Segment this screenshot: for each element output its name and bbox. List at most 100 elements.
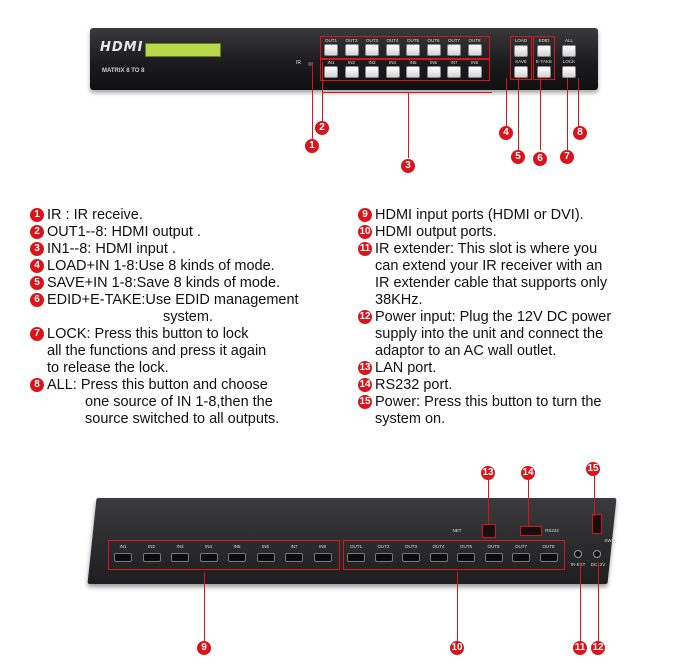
legend-badge: 5 — [30, 276, 44, 290]
hdmi-output-port — [402, 553, 420, 562]
legend-badge: 3 — [30, 242, 44, 256]
in-button[interactable] — [344, 66, 359, 78]
legend-text: IR extender cable that supports only — [375, 275, 608, 291]
hdmi-input-port — [256, 553, 275, 562]
legend-text: LAN port. — [375, 360, 437, 376]
load-button[interactable] — [514, 45, 528, 57]
edid-label: EDID — [538, 38, 550, 43]
rs232-port — [520, 526, 542, 536]
hdmi-output-port — [484, 553, 503, 562]
ir-extender-jack — [574, 550, 582, 558]
in-label: IN2 — [347, 60, 355, 65]
hdmi-input-port — [142, 553, 161, 562]
out-button[interactable] — [447, 44, 461, 56]
callout-badge-8: 8 — [573, 126, 587, 140]
legend-text: Power: Press this button to turn the — [375, 394, 602, 410]
legend-badge: 15 — [358, 395, 372, 409]
hdmi-input-port — [199, 553, 218, 562]
lock-label: LOCK — [562, 59, 576, 64]
in-button[interactable] — [324, 66, 338, 78]
legend-text: adaptor to an AC wall outlet. — [375, 343, 557, 359]
hdmi-input-group — [108, 540, 340, 570]
rear-out-label: OUT1 — [349, 544, 362, 549]
in-label: IN4 — [388, 60, 396, 65]
out-button[interactable] — [365, 44, 379, 56]
callout-badge-1: 1 — [305, 139, 319, 153]
hdmi-output-port — [347, 553, 365, 562]
output-button-group — [320, 36, 490, 59]
out-label: OUT6 — [427, 38, 440, 43]
hdmi-output-port — [539, 553, 558, 562]
legend-text: LOCK: Press this button to lock — [47, 326, 249, 342]
net-label: NET — [452, 528, 462, 533]
dc-power-jack — [593, 550, 601, 558]
edid-button[interactable] — [537, 45, 551, 57]
legend-text: to release the lock. — [47, 360, 169, 376]
hdmi-input-port — [228, 553, 246, 562]
rear-in-label: IN1 — [119, 544, 127, 549]
in-button[interactable] — [426, 66, 441, 78]
rear-in-label: IN5 — [233, 544, 241, 549]
legend-text: IR extender: This slot is where you — [375, 241, 598, 257]
in-button[interactable] — [385, 66, 400, 78]
out-button[interactable] — [324, 44, 338, 56]
in-label: IN8 — [470, 60, 478, 65]
legend-badge: 6 — [30, 293, 44, 307]
in-button[interactable] — [467, 66, 482, 78]
legend-text: LOAD+IN 1-8:Use 8 kinds of mode. — [47, 258, 275, 274]
callout-badge-4: 4 — [499, 126, 513, 140]
legend-text: IN1--8: HDMI input . — [47, 241, 176, 257]
etake-button[interactable] — [537, 66, 551, 78]
rear-ports: NET RS232 SW IR-EXT DC12V IN1OUT1IN2OUT2… — [100, 514, 612, 582]
rear-in-label: IN2 — [147, 544, 155, 549]
out-label: OUT7 — [447, 38, 460, 43]
legend-text: all the functions and press it again — [47, 343, 267, 359]
lan-port — [482, 524, 496, 538]
all-button[interactable] — [562, 45, 576, 57]
callout-badge-14: 14 — [521, 466, 535, 480]
legend-badge: 11 — [358, 242, 372, 256]
in-button[interactable] — [447, 66, 461, 78]
out-button[interactable] — [467, 44, 482, 56]
out-button[interactable] — [385, 44, 400, 56]
load-label: LOAD — [514, 38, 528, 43]
rear-out-label: OUT2 — [377, 544, 390, 549]
out-button[interactable] — [406, 44, 420, 56]
in-label: IN3 — [368, 60, 376, 65]
out-button[interactable] — [426, 44, 441, 56]
save-label: SAVE — [515, 59, 527, 64]
legend-text: Power input: Plug the 12V DC power — [375, 309, 612, 325]
in-button[interactable] — [406, 66, 420, 78]
rear-out-label: OUT3 — [404, 544, 417, 549]
rear-in-label: IN4 — [204, 544, 212, 549]
hdmi-output-port — [374, 553, 393, 562]
power-switch[interactable] — [592, 514, 602, 534]
save-button[interactable] — [514, 66, 528, 78]
legend-text: supply into the unit and connect the — [375, 326, 604, 342]
rs232-label: RS232 — [545, 528, 559, 533]
rear-out-label: OUT4 — [432, 544, 445, 549]
hdmi-input-port — [171, 553, 189, 562]
legend-text: OUT1--8: HDMI output . — [47, 224, 201, 240]
lcd-display — [145, 43, 221, 57]
out-button[interactable] — [344, 44, 359, 56]
sw-label: SW — [604, 538, 612, 543]
callout-badge-11: 11 — [573, 641, 587, 655]
in-button[interactable] — [365, 66, 379, 78]
callout-badge-13: 13 — [481, 466, 495, 480]
legend-text: source switched to all outputs. — [85, 411, 280, 427]
out-label: OUT1 — [324, 38, 337, 43]
lock-button[interactable] — [562, 66, 576, 78]
input-button-group — [320, 59, 490, 81]
callout-badge-10: 10 — [450, 641, 464, 655]
